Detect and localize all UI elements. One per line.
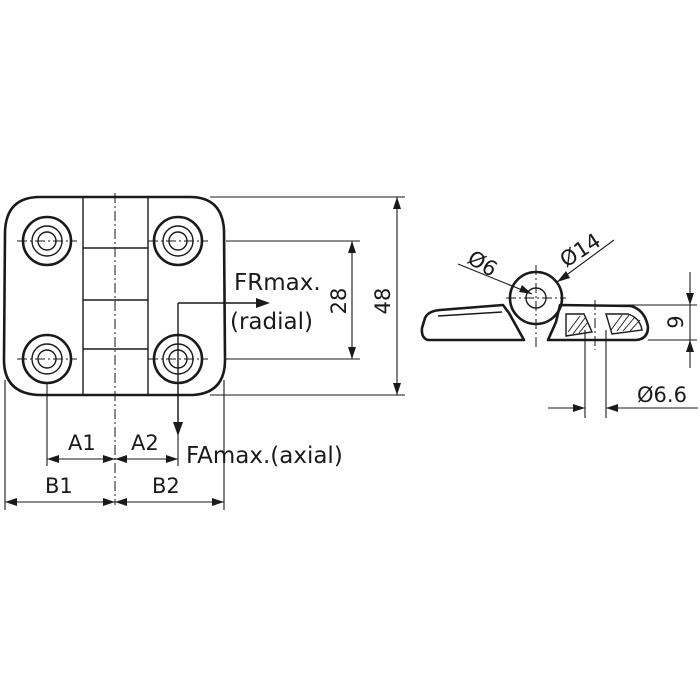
force-arrows	[173, 298, 270, 436]
axial-force-label: FAmax.(axial)	[186, 443, 343, 469]
horizontal-dimensions	[4, 380, 225, 510]
dimension-label-thickness: 9	[664, 315, 688, 328]
radial-force-note: (radial)	[230, 309, 313, 335]
side-left-leaf-edge	[437, 311, 503, 317]
radial-force-label: FRmax.	[234, 270, 321, 296]
hinge-outline	[2, 195, 227, 397]
dimension-label-48: 48	[371, 288, 395, 315]
hinge-front-view	[2, 193, 227, 505]
label-pin-diameter: Ø6	[463, 246, 501, 282]
dimension-label-b1: B1	[45, 474, 73, 498]
hinge-side-view	[420, 265, 650, 350]
hole-diameter-dimension	[548, 330, 698, 418]
dimension-label-b2: B2	[152, 474, 180, 498]
label-knuckle-diameter: Ø14	[556, 229, 605, 273]
radial-arrowhead	[256, 298, 270, 308]
dimension-label-28: 28	[327, 288, 351, 315]
thickness-dimension	[560, 272, 697, 368]
leader-pin-diameter	[457, 263, 533, 295]
dimension-label-hole-diameter: Ø6.6	[637, 383, 687, 407]
side-left-leaf	[420, 303, 526, 342]
vertical-dimensions	[210, 196, 405, 396]
dimension-label-a1: A1	[68, 431, 96, 455]
side-right-leaf	[546, 303, 650, 342]
section-hatch	[565, 313, 643, 337]
dimension-label-a2: A2	[131, 431, 159, 455]
